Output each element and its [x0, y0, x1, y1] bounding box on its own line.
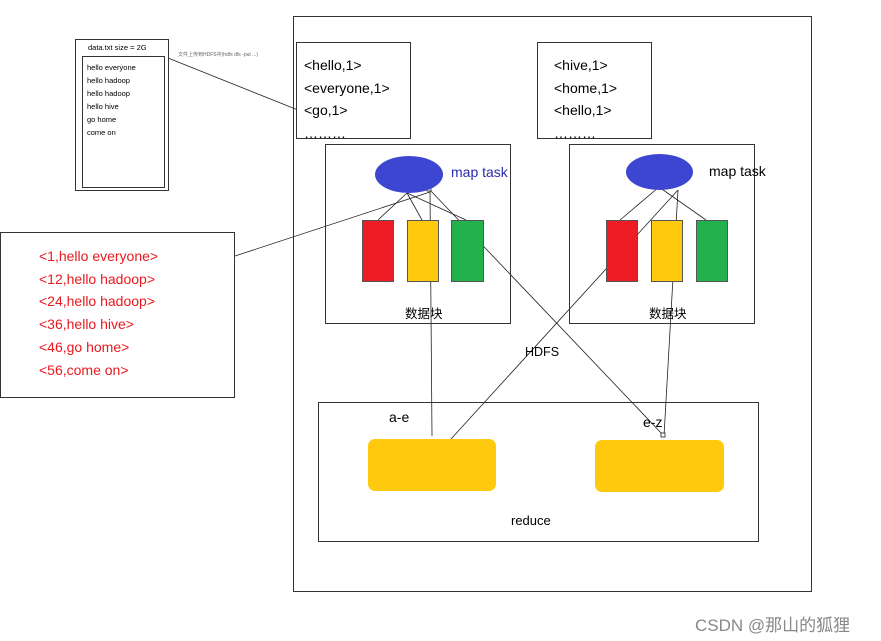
reduce-range-right: e-z	[643, 414, 663, 430]
data-block-label-left: 数据块	[405, 307, 443, 321]
data-file-box: data.txt size = 2G hello everyone hello …	[75, 39, 169, 191]
data-block-green	[696, 220, 728, 282]
data-block-yellow	[407, 220, 439, 282]
data-block-red	[362, 220, 394, 282]
offset-record: <46,go home>	[39, 338, 130, 355]
data-block-red	[606, 220, 638, 282]
offset-record: <36,hello hive>	[39, 316, 134, 333]
data-block-label-right: 数据块	[649, 307, 687, 321]
kv-pair: <hello,1>	[304, 57, 362, 73]
file-line: go home	[87, 115, 117, 124]
map-task-right-label: map task	[709, 163, 766, 179]
map-task-left	[325, 144, 511, 324]
map-task-right	[569, 144, 755, 324]
reduce-range-left: a-e	[389, 409, 410, 425]
offset-records-box: <1,hello everyone> <12,hello hadoop> <24…	[0, 232, 235, 398]
map-task-left-ellipse	[375, 156, 443, 193]
reduce-node-right	[595, 440, 724, 492]
offset-record: <24,hello hadoop>	[39, 293, 155, 310]
map-task-left-label: map task	[451, 164, 508, 180]
watermark: CSDN @那山的狐狸	[695, 616, 851, 635]
file-line: hello hadoop	[87, 89, 130, 98]
data-block-yellow	[651, 220, 683, 282]
cluster-frame	[293, 16, 812, 592]
reduce-node-left	[368, 439, 496, 491]
file-line: hello hive	[87, 102, 119, 111]
file-line: hello everyone	[87, 63, 136, 72]
map-output-left: <hello,1> <everyone,1> <go,1> ………	[296, 42, 411, 141]
offset-record: <1,hello everyone>	[39, 248, 159, 264]
hdfs-label: HDFS	[525, 345, 560, 359]
map-output-right: <hive,1> <home,1> <hello,1> ………	[537, 42, 652, 141]
kv-pair: <everyone,1>	[304, 79, 390, 96]
offset-record: <12,hello hadoop>	[39, 270, 155, 287]
kv-pair: <home,1>	[554, 79, 618, 96]
offset-record: <56,come on>	[39, 361, 129, 378]
data-file-title: data.txt size = 2G	[88, 43, 147, 52]
kv-pair: <hello,1>	[554, 102, 612, 118]
kv-pair: ………	[554, 124, 596, 141]
kv-pair: <hive,1>	[554, 57, 608, 73]
kv-pair: ………	[304, 124, 346, 141]
map-task-right-ellipse	[626, 154, 693, 190]
reduce-label: reduce	[511, 513, 551, 528]
file-line: hello hadoop	[87, 76, 130, 85]
upload-note: 文件上传到HDFS中(hdfs dfs -put ...)	[178, 52, 259, 58]
data-file-content: hello everyone hello hadoop hello hadoop…	[82, 56, 165, 188]
reduce-box	[318, 402, 759, 542]
kv-pair: <go,1>	[304, 102, 348, 118]
file-line: come on	[87, 128, 116, 137]
data-block-green	[451, 220, 484, 282]
